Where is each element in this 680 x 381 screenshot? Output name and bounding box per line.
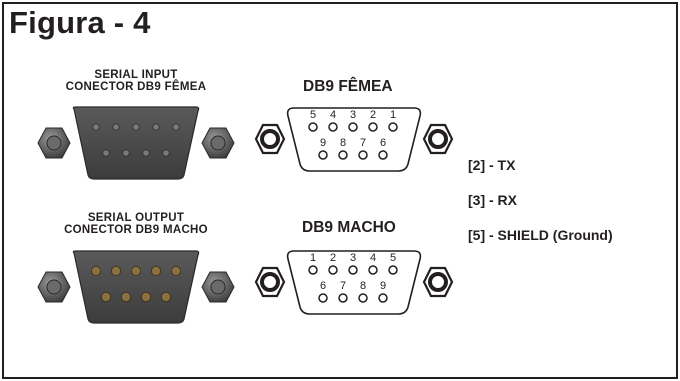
left-hex-nut bbox=[254, 266, 286, 298]
db9-male-pin-label-4: 4 bbox=[370, 252, 376, 264]
db9-male-pin-label-6: 6 bbox=[320, 280, 326, 292]
serial-input-line1: SERIAL INPUT bbox=[94, 69, 178, 81]
db9-male-pin-2 bbox=[328, 265, 338, 275]
db9-female-pin-label-5: 5 bbox=[310, 109, 316, 121]
db9-male-pin-7 bbox=[338, 293, 348, 303]
db9-female-pin-2 bbox=[368, 122, 378, 132]
serial-output-line2: CONECTOR DB9 MACHO bbox=[64, 224, 208, 236]
right-nut bbox=[201, 271, 235, 303]
db9-female-pin-8 bbox=[338, 150, 348, 160]
db9-female-pin-label-9: 9 bbox=[320, 137, 326, 149]
db9-female-pin-label-7: 7 bbox=[360, 137, 366, 149]
right-nut bbox=[201, 127, 235, 159]
serial-output-caption: SERIAL OUTPUT CONECTOR DB9 MACHO bbox=[36, 212, 236, 236]
connector-shell bbox=[72, 106, 200, 180]
db9-female-pin-3 bbox=[348, 122, 358, 132]
pin-legend-tx: [2] - TX bbox=[468, 157, 516, 173]
db9-male-pin-label-7: 7 bbox=[340, 280, 346, 292]
db9-male-pin-label-8: 8 bbox=[360, 280, 366, 292]
db9-female-title: DB9 FÊMEA bbox=[303, 78, 393, 95]
db9-male-pin-label-1: 1 bbox=[310, 252, 316, 264]
db9-male-pin-label-3: 3 bbox=[350, 252, 356, 264]
db9-female-pin-5 bbox=[308, 122, 318, 132]
db9-female-pin-label-6: 6 bbox=[380, 137, 386, 149]
left-hex-nut bbox=[254, 123, 286, 155]
db9-female-pin-6 bbox=[378, 150, 388, 160]
db9-male-schematic: 1 2 3 4 5 6 7 8 9 bbox=[254, 250, 454, 315]
db9-male-pin-9 bbox=[378, 293, 388, 303]
db9-male-title: DB9 MACHO bbox=[302, 219, 396, 236]
serial-input-connector-photo bbox=[37, 106, 235, 180]
serial-output-line1: SERIAL OUTPUT bbox=[87, 212, 185, 224]
db9-female-pin-label-3: 3 bbox=[350, 109, 356, 121]
db9-female-pin-4 bbox=[328, 122, 338, 132]
db9-male-pin-label-9: 9 bbox=[380, 280, 386, 292]
connector-shell bbox=[72, 250, 200, 324]
db9-male-pin-6 bbox=[318, 293, 328, 303]
right-hex-nut bbox=[422, 123, 454, 155]
db9-male-pin-label-2: 2 bbox=[330, 252, 336, 264]
db9-female-pin-label-1: 1 bbox=[390, 109, 396, 121]
db9-male-pin-1 bbox=[308, 265, 318, 275]
pin-legend-rx: [3] - RX bbox=[468, 192, 517, 208]
db9-male-pin-4 bbox=[368, 265, 378, 275]
db9-female-schematic: 5 4 3 2 1 9 8 7 6 bbox=[254, 107, 454, 172]
left-nut bbox=[37, 271, 71, 303]
db9-female-pin-label-8: 8 bbox=[340, 137, 346, 149]
serial-input-line2: CONECTOR DB9 FÊMEA bbox=[65, 81, 207, 93]
right-hex-nut bbox=[422, 266, 454, 298]
figure-title: Figura - 4 bbox=[9, 5, 151, 40]
db9-female-pin-label-2: 2 bbox=[370, 109, 376, 121]
db9-female-pin-1 bbox=[388, 122, 398, 132]
db9-female-pin-label-4: 4 bbox=[330, 109, 336, 121]
db9-female-pin-9 bbox=[318, 150, 328, 160]
db9-male-pin-5 bbox=[388, 265, 398, 275]
pin-legend-shield: [5] - SHIELD (Ground) bbox=[468, 227, 613, 243]
left-nut bbox=[37, 127, 71, 159]
db9-male-pin-8 bbox=[358, 293, 368, 303]
serial-output-connector-photo bbox=[37, 250, 235, 324]
db9-male-pin-3 bbox=[348, 265, 358, 275]
db9-male-pin-label-5: 5 bbox=[390, 252, 396, 264]
serial-input-caption: SERIAL INPUT CONECTOR DB9 FÊMEA bbox=[36, 69, 236, 93]
db9-female-pin-7 bbox=[358, 150, 368, 160]
